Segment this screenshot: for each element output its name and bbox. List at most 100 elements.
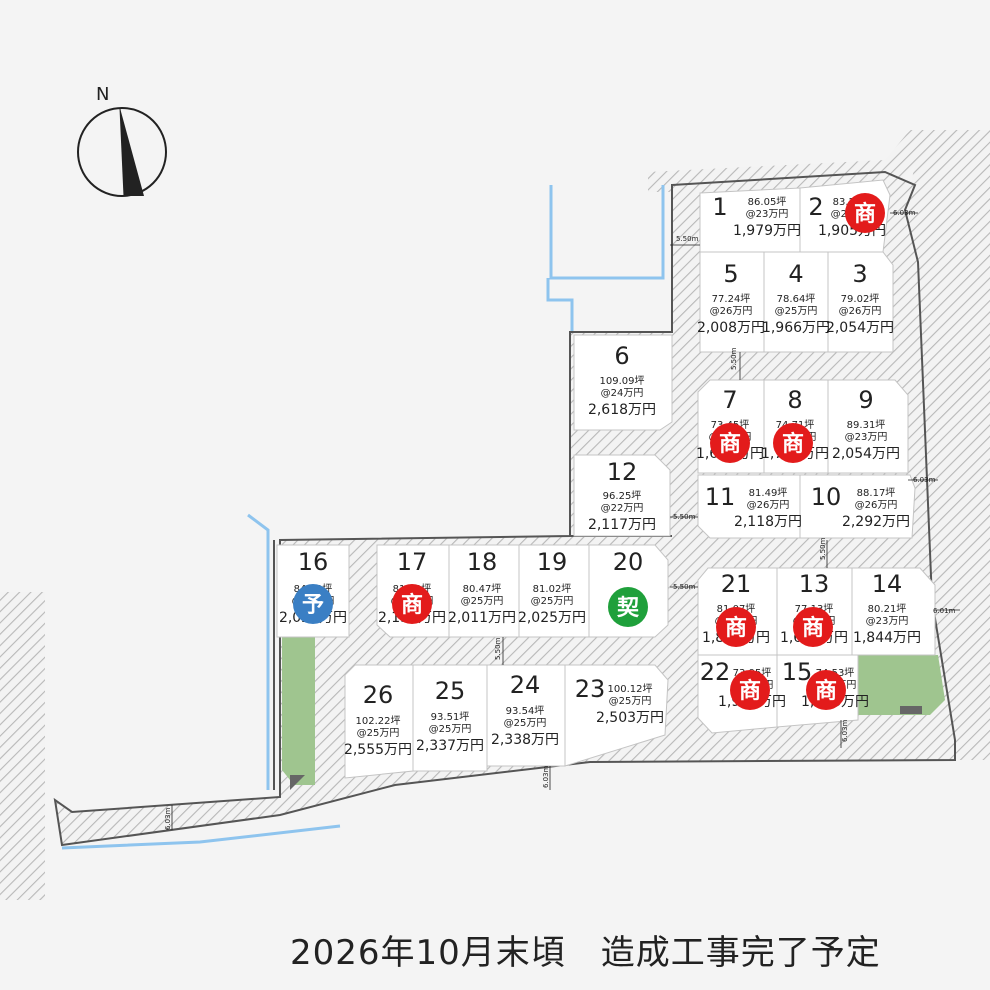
- lot-14-shape: [851, 567, 936, 656]
- lot-price: 2,025万円: [518, 610, 586, 626]
- lot-number: 26: [363, 681, 394, 709]
- lot-unit-price: @22万円: [601, 503, 644, 514]
- status-badge-circle: [806, 670, 846, 710]
- status-badge-label: 予: [302, 593, 324, 618]
- corner-dark: [290, 775, 305, 790]
- lot-number: 20: [613, 548, 644, 576]
- lot-price: 2,054万円: [826, 320, 894, 336]
- lot-3-shape: [827, 251, 894, 353]
- lot-price: 1,844万円: [853, 630, 921, 646]
- lot-number: 2: [808, 193, 823, 221]
- status-badge-label: 商: [725, 615, 747, 641]
- lot-area: 93.54坪: [506, 704, 545, 717]
- lot-number: 4: [788, 260, 803, 288]
- lot-number: 19: [537, 548, 568, 576]
- lot-price: 2,292万円: [842, 514, 910, 530]
- road-width-labels: [171, 212, 960, 830]
- status-badge: 商: [793, 607, 833, 647]
- lot-number: 14: [872, 570, 903, 598]
- lot-15[interactable]: 1574.53坪@24万円1,788万円商: [782, 658, 869, 710]
- lot-unit-price: @26万円: [747, 500, 790, 511]
- lot-9-shape: [827, 379, 909, 474]
- lot-22[interactable]: 2273.95坪@26万円1,922万円商: [700, 658, 786, 710]
- lot-area: 89.31坪: [847, 418, 886, 431]
- green-space-east: [858, 655, 945, 715]
- utility-box: [900, 706, 922, 714]
- lot-unit-price: @25万円: [775, 306, 818, 317]
- lot-number: 11: [705, 483, 736, 511]
- lot-unit-price: @25万円: [609, 696, 652, 707]
- lot-unit-price: @25万円: [531, 596, 574, 607]
- lot-area: 79.02坪: [841, 292, 880, 305]
- lot-area: 93.51坪: [431, 710, 470, 723]
- lot-number: 5: [723, 260, 738, 288]
- road-width-texts: 5.50m6.03m5.50m6.03m5.50m5.50m5.50m6.01m…: [164, 209, 956, 830]
- lot-area: 96.25坪: [603, 489, 642, 502]
- lot-number: 13: [799, 570, 830, 598]
- status-badge-label: 契: [616, 596, 640, 621]
- lot-number: 21: [721, 570, 752, 598]
- status-badge: 商: [845, 193, 885, 233]
- status-badge-circle: [608, 587, 648, 627]
- waterway-west: [247, 513, 270, 790]
- lot-price: 2,555万円: [344, 742, 412, 758]
- status-badge-circle: [293, 584, 333, 624]
- status-badge-circle: [793, 607, 833, 647]
- lot-number: 25: [435, 677, 466, 705]
- lot-number: 3: [852, 260, 867, 288]
- lot-price: 2,118万円: [734, 514, 802, 530]
- road-width-label: 5.50m: [730, 347, 738, 370]
- status-badge-circle: [730, 670, 770, 710]
- waterway-north: [549, 185, 665, 280]
- status-badge-circle: [710, 423, 750, 463]
- lot-number: 16: [298, 548, 329, 576]
- lot-area: 77.24坪: [712, 292, 751, 305]
- lot-number: 1: [712, 193, 727, 221]
- status-badge: 商: [710, 423, 750, 463]
- road-width-label: 5.50m: [494, 637, 502, 660]
- status-badge-circle: [845, 193, 885, 233]
- lot-price: 2,008万円: [697, 320, 765, 336]
- north-label: N: [96, 84, 109, 105]
- lot-number: 17: [397, 548, 428, 576]
- lot-11-shape: [697, 474, 801, 539]
- lot-area: 80.21坪: [868, 602, 907, 615]
- road-width-label: 6.03m: [893, 209, 916, 217]
- status-badge-label: 商: [401, 592, 423, 618]
- status-badge: 契: [608, 587, 648, 627]
- lot-unit-price: @25万円: [429, 724, 472, 735]
- lot-area: 102.22坪: [356, 714, 401, 727]
- status-badge: 商: [773, 423, 813, 463]
- lot-area: 78.64坪: [777, 292, 816, 305]
- lot-13[interactable]: 1377.13坪@21万円1,619万円商: [780, 570, 848, 647]
- lot-20[interactable]: 20 契: [608, 548, 648, 627]
- lot-price: 2,011万円: [448, 610, 516, 626]
- lot-price: 2,117万円: [588, 517, 656, 533]
- east-road: [905, 165, 990, 760]
- lot-number: 22: [700, 658, 731, 686]
